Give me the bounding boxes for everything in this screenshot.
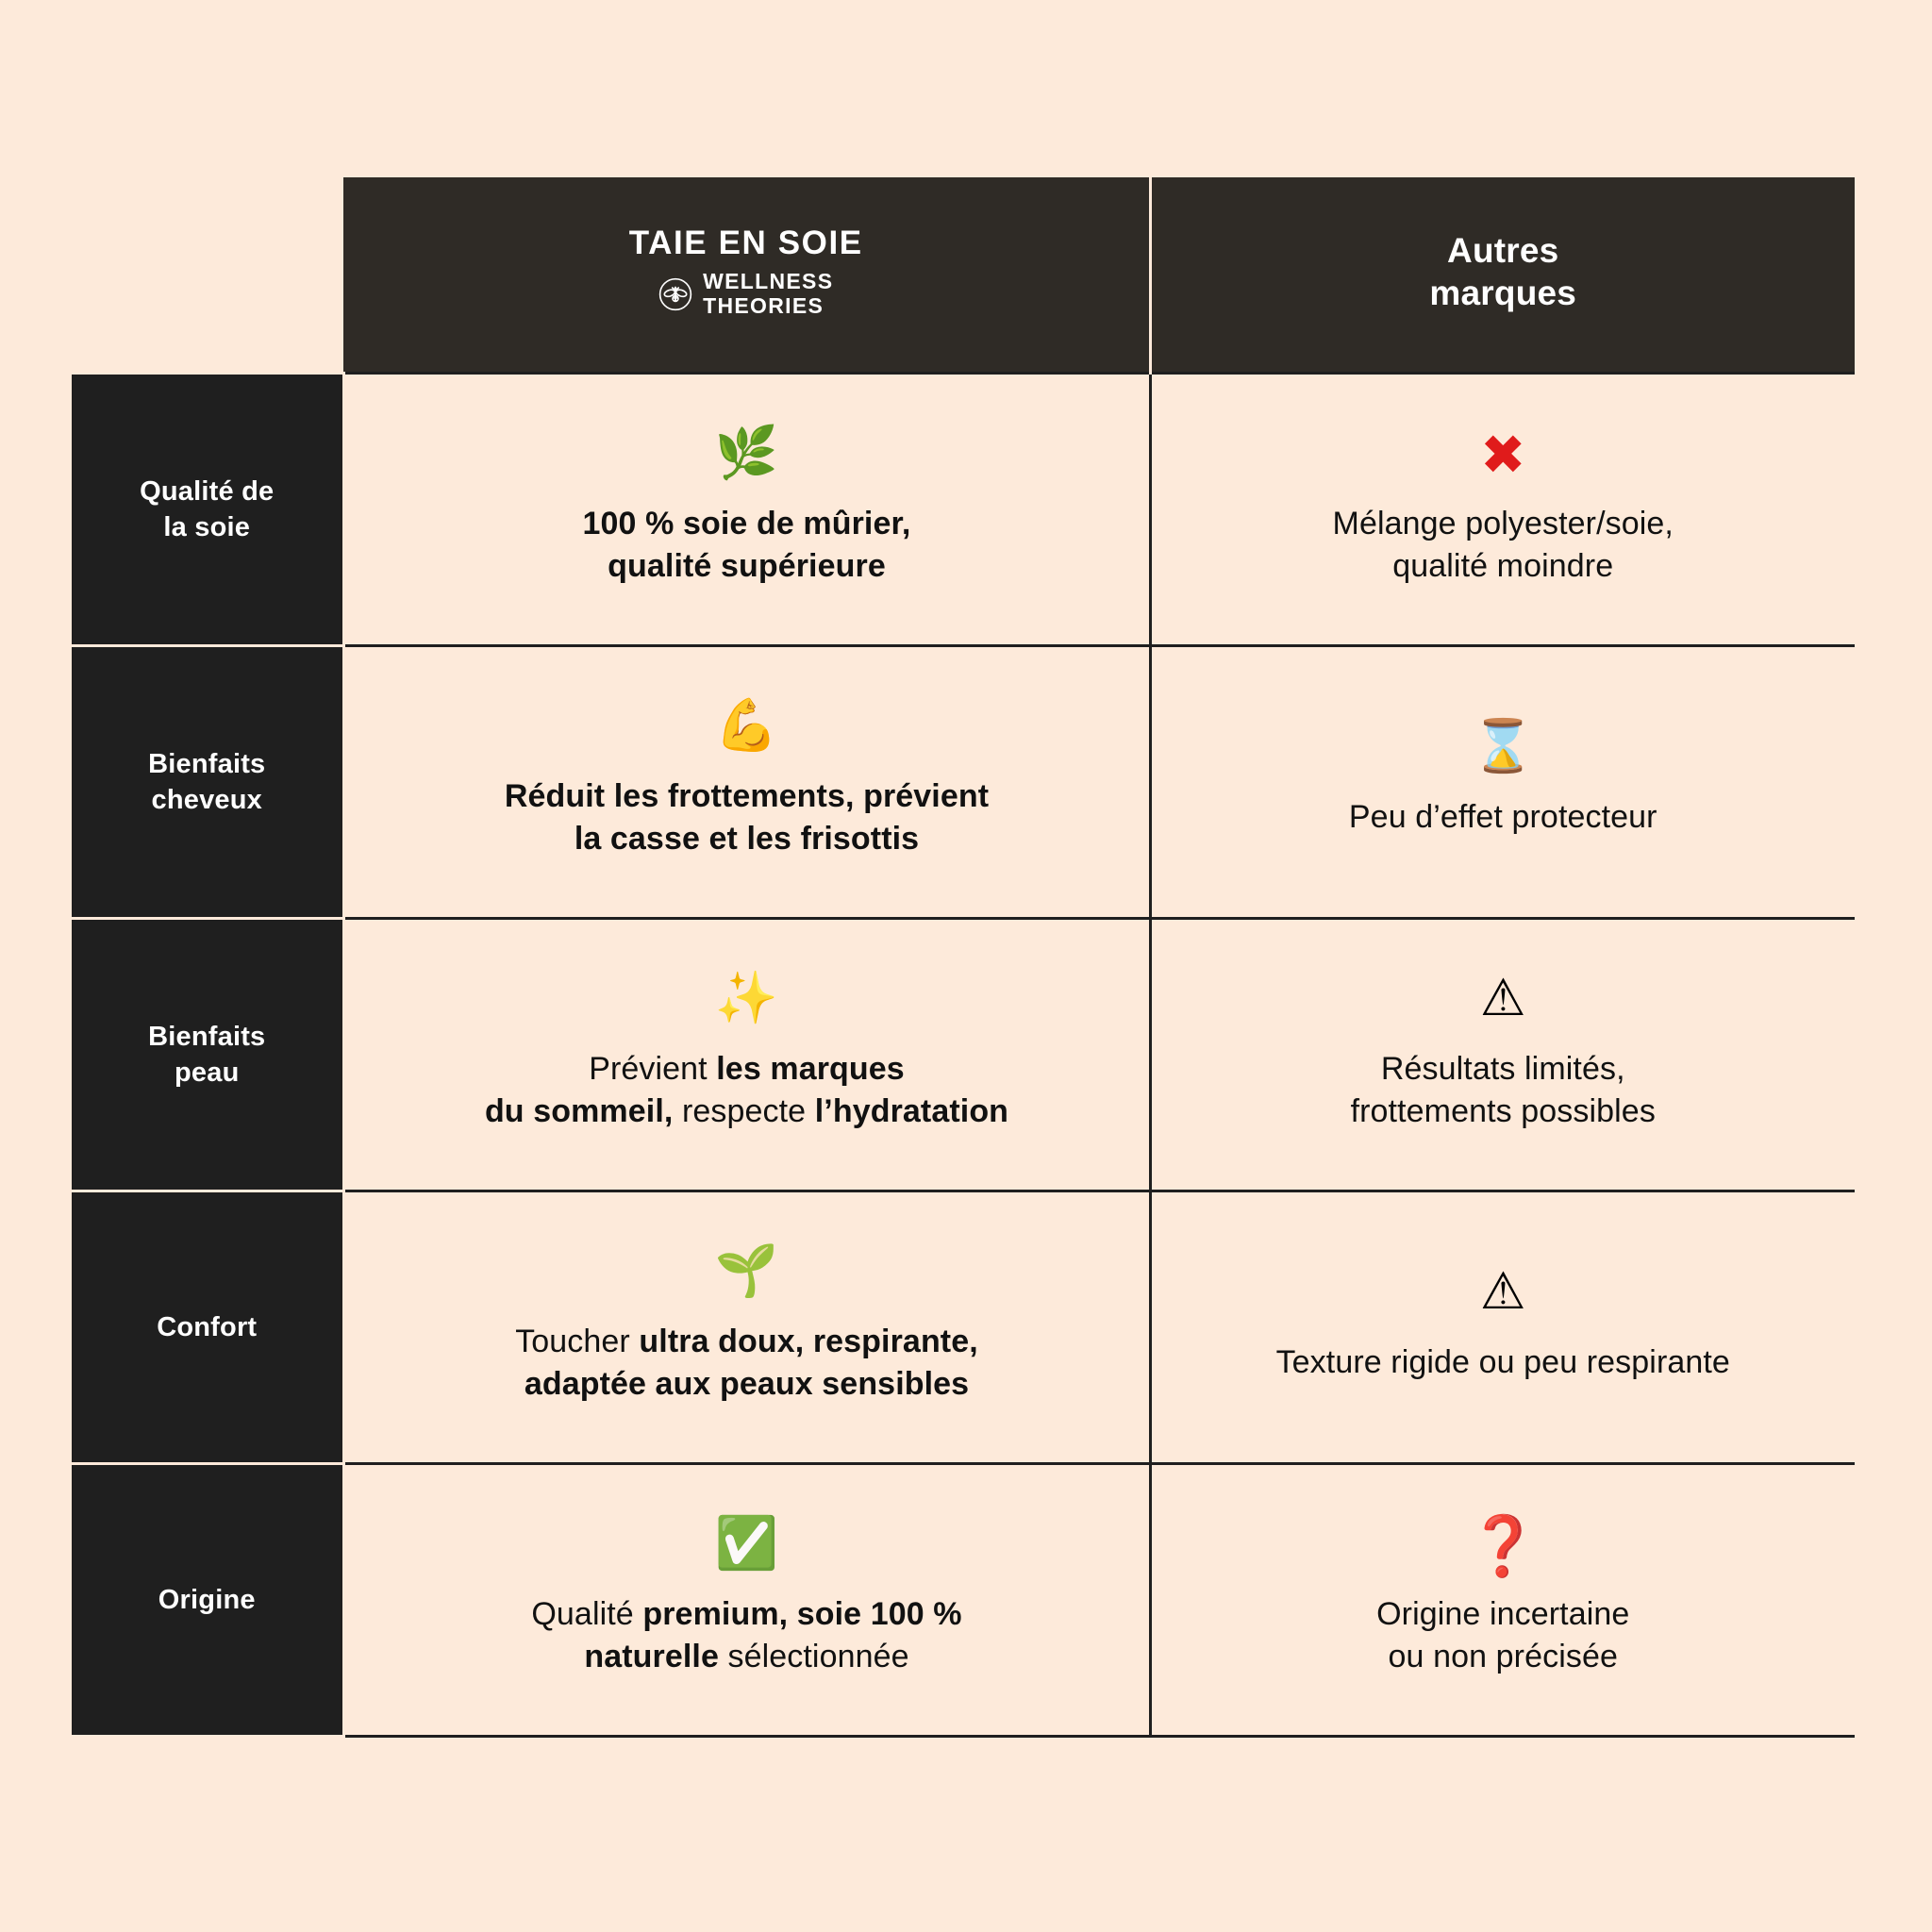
cell-ours-text-line-2: adaptée aux peaux sensibles <box>524 1366 970 1402</box>
cell-theirs-text-line-1: Mélange polyester/soie, <box>1332 505 1674 541</box>
row-label-line-1: Bienfaits <box>148 748 266 779</box>
brand-title: TAIE EN SOIE <box>628 224 863 261</box>
cell-ours-origine: ✅ Qualité premium, soie 100 % naturelle … <box>343 1462 1152 1738</box>
sparkles-icon: ✨ <box>714 967 779 1027</box>
other-brands-title: Autres marques <box>1169 229 1839 314</box>
row-label-origine: Origine <box>72 1462 345 1738</box>
cell-ours-text-line-2: qualité supérieure <box>608 548 886 584</box>
cell-ours-confort: 🌱 Toucher ultra doux, respirante, adapté… <box>343 1190 1152 1465</box>
table-row: Bienfaits peau ✨ Prévient les marques du… <box>72 917 1855 1192</box>
cell-ours-bienfaits-peau: ✨ Prévient les marques du sommeil, respe… <box>343 917 1152 1192</box>
table-body: Qualité de la soie 🌿 100 % soie de mûrie… <box>72 372 1855 1738</box>
cell-theirs-text-line-1: Origine incertaine <box>1376 1595 1630 1632</box>
cell-ours-text-line-1: 100 % soie de mûrier, <box>582 505 911 541</box>
cell-theirs-text-line-2: frottements possibles <box>1350 1093 1656 1129</box>
cell-ours-bienfaits-cheveux: 💪 Réduit les frottements, prévient la ca… <box>343 644 1152 920</box>
row-label-line-2: cheveux <box>151 785 262 815</box>
header-our-brand: TAIE EN SOIE WELLNESS <box>343 175 1152 374</box>
cell-ours-text-line-1: Toucher ultra doux, respirante, <box>515 1323 978 1359</box>
row-label-qualite-de-la-soie: Qualité de la soie <box>72 372 345 647</box>
brand-lockup: WELLNESS THEORIES <box>360 269 1132 319</box>
other-brands-line-1: Autres <box>1447 230 1559 270</box>
row-label-confort: Confort <box>72 1190 345 1465</box>
table-header: TAIE EN SOIE WELLNESS <box>72 175 1855 374</box>
brand-subtitle-line-1: WELLNESS <box>703 269 834 293</box>
cross-mark-icon: ✖ <box>1479 422 1526 487</box>
row-label-line-1: Confort <box>157 1311 258 1342</box>
table-row: Bienfaits cheveux 💪 Réduit les frottemen… <box>72 644 1855 920</box>
cell-ours-text-line-2: du sommeil, respecte l’hydratation <box>484 1093 1009 1129</box>
bee-in-circle-icon <box>658 277 692 310</box>
warning-triangle-icon: ⚠ <box>1480 967 1526 1027</box>
cell-theirs-text-line-1: Résultats limités, <box>1380 1050 1625 1087</box>
cell-theirs-text-line-2: ou non précisée <box>1388 1639 1618 1674</box>
header-empty-corner <box>72 175 343 374</box>
warning-triangle-icon: ⚠ <box>1480 1261 1526 1322</box>
cell-ours-text-line-2: la casse et les frisottis <box>574 821 920 857</box>
table-row: Origine ✅ Qualité premium, soie 100 % na… <box>72 1462 1855 1738</box>
header-row: TAIE EN SOIE WELLNESS <box>72 175 1855 374</box>
cell-ours-text-line-1: Prévient les marques <box>589 1050 905 1087</box>
cell-theirs-origine: ❓ Origine incertaine ou non précisée <box>1148 1462 1855 1738</box>
comparison-table: TAIE EN SOIE WELLNESS <box>72 175 1855 1738</box>
cell-ours-qualite-de-la-soie: 🌿 100 % soie de mûrier, qualité supérieu… <box>343 372 1152 647</box>
cell-ours-text-line-1: Réduit les frottements, prévient <box>504 777 990 814</box>
hourglass-icon: ⌛ <box>1471 716 1535 776</box>
seedling-icon: 🌱 <box>714 1240 779 1300</box>
table-row: Qualité de la soie 🌿 100 % soie de mûrie… <box>72 372 1855 647</box>
row-label-line-2: peau <box>175 1058 240 1088</box>
table-row: Confort 🌱 Toucher ultra doux, respirante… <box>72 1190 1855 1465</box>
row-label-bienfaits-cheveux: Bienfaits cheveux <box>72 644 345 920</box>
row-label-line-2: la soie <box>163 512 251 542</box>
cell-theirs-qualite-de-la-soie: ✖ Mélange polyester/soie, qualité moindr… <box>1148 372 1855 647</box>
cell-ours-text-line-1: Qualité premium, soie 100 % <box>531 1595 962 1632</box>
row-label-line-1: Origine <box>158 1584 256 1615</box>
herb-leaf-icon: 🌿 <box>714 422 779 482</box>
cell-theirs-text-line-1: Peu d’effet protecteur <box>1348 799 1657 836</box>
cell-theirs-bienfaits-peau: ⚠ Résultats limités, frottements possibl… <box>1148 917 1855 1192</box>
row-label-line-1: Bienfaits <box>148 1021 266 1052</box>
brand-subtitle: WELLNESS THEORIES <box>703 269 834 319</box>
cell-theirs-text-line-1: Texture rigide ou peu respirante <box>1275 1344 1730 1381</box>
flexed-biceps-icon: 💪 <box>714 694 779 755</box>
red-question-mark-icon: ❓ <box>1466 1513 1540 1579</box>
row-label-line-1: Qualité de <box>140 475 275 507</box>
cell-theirs-bienfaits-cheveux: ⌛ Peu d’effet protecteur <box>1148 644 1855 920</box>
row-label-bienfaits-peau: Bienfaits peau <box>72 917 345 1192</box>
white-check-mark-icon: ✅ <box>714 1512 779 1573</box>
cell-theirs-text-line-2: qualité moindre <box>1392 548 1614 584</box>
brand-subtitle-line-2: THEORIES <box>703 292 824 318</box>
cell-ours-text-line-2: naturelle sélectionnée <box>584 1639 909 1674</box>
header-other-brands: Autres marques <box>1148 175 1855 374</box>
other-brands-line-2: marques <box>1429 274 1577 312</box>
cell-theirs-confort: ⚠ Texture rigide ou peu respirante <box>1148 1190 1855 1465</box>
